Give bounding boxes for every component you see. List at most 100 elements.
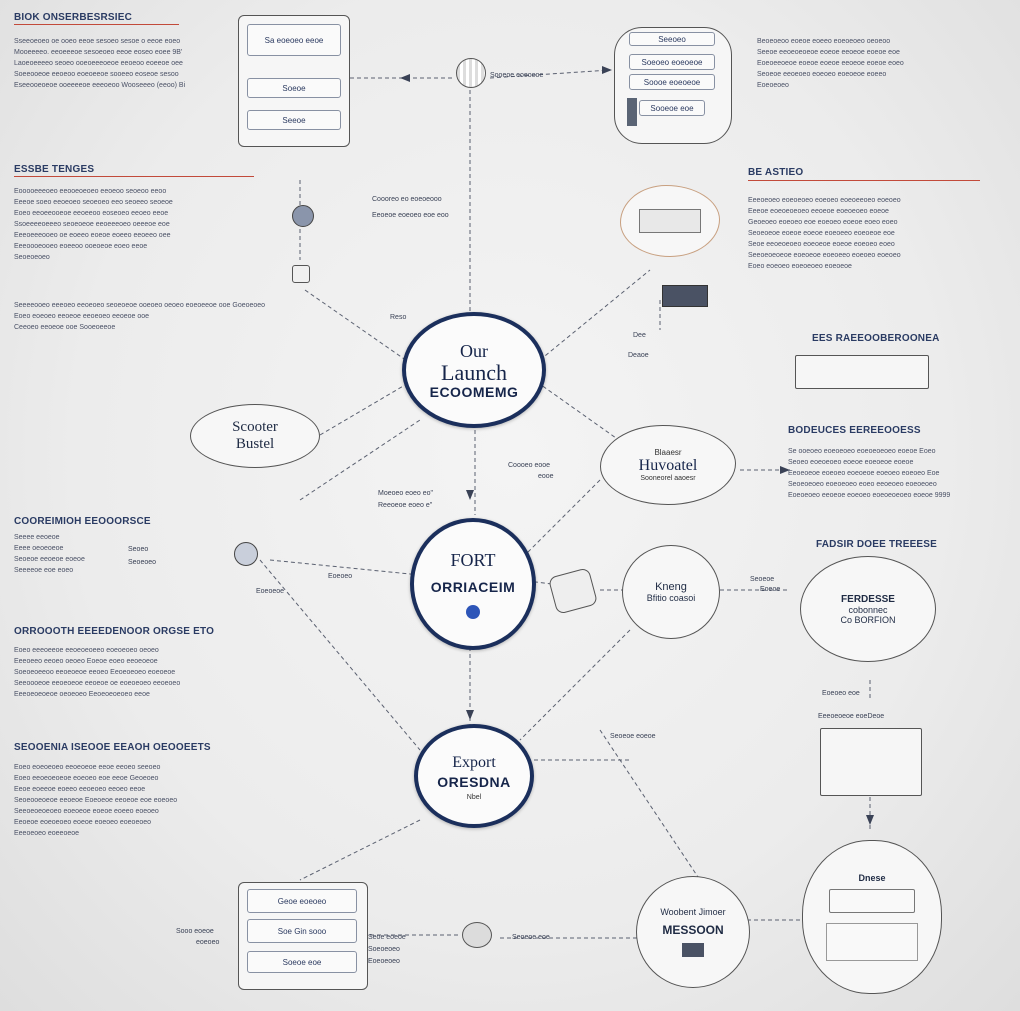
hub-export[interactable]: Export ORESDNA Nbel bbox=[414, 724, 534, 828]
label-bot-left1: Sooo eoeoe bbox=[176, 928, 214, 935]
paragraph-top-left: Sseeoeoeo oe ooeo eeoe sesoeo sesoe o ee… bbox=[14, 36, 214, 91]
document-icon bbox=[292, 265, 310, 283]
globe-icon-bottom bbox=[462, 922, 492, 948]
text-line: Eeoe eoeeoe eoeeo eeoeoeo eeoeo eeoe bbox=[14, 786, 146, 793]
label-dea: Dee bbox=[633, 332, 646, 339]
label-dea2: Deaoe bbox=[628, 352, 649, 359]
text-line: Seeeeoe eoe eoeo bbox=[14, 567, 74, 574]
blaaesr-line2: Huvoatel bbox=[638, 457, 698, 474]
heading-right-top: BE ASTIEO bbox=[748, 167, 804, 178]
label-rm2: Eeeoeoeoe eoeDeoe bbox=[818, 713, 885, 720]
node-scooter[interactable]: Scooter Bustel bbox=[190, 404, 320, 468]
right-middle-panel bbox=[820, 728, 922, 796]
label-ess: Eoeoeo bbox=[328, 573, 353, 580]
heading-underline bbox=[14, 176, 254, 177]
hub-launch-line3: ECOOMEMG bbox=[429, 384, 519, 400]
ferdesse-line1: FERDESSE bbox=[841, 593, 895, 605]
label-bot-mid1: Seoe eoeoe bbox=[368, 934, 406, 941]
text-line: Eoeo eoeoeo eoeoeoeo eoeoeoe bbox=[748, 263, 852, 270]
node-messson[interactable]: Woobent Jimoer MESSOON bbox=[636, 876, 750, 988]
text-line: Eeoeoe eoeoeoeo eoeoe eoeoeo eoeoeoeo bbox=[14, 819, 152, 826]
label-mid2: Reeoeoe eoeo e" bbox=[378, 502, 433, 509]
label-kneng-r2: Eoeoe bbox=[760, 586, 781, 593]
heading-right-bod: BODEUCES EEREEOOESS bbox=[788, 425, 921, 436]
text-line: Geoeoeo eoeoeo eoe eoeoeo eoeoe eoeo eoe… bbox=[748, 219, 898, 226]
bl-button-3[interactable]: Soeoe eoe bbox=[247, 951, 357, 973]
hub-fort-line2: ORRIACEIM bbox=[430, 579, 516, 595]
label-mid1: Moeoeo eoeo eo" bbox=[378, 490, 434, 497]
text-line: Ceeoeo eeoeoe ooe Sooeoeeoe bbox=[14, 324, 116, 331]
paragraph-right-be: Eeeoeoeo eoeoeoeo eoeoeo eoeoeeoeo eoeoe… bbox=[748, 195, 988, 272]
tr-button-2[interactable]: Soeoeo eoeoeoe bbox=[629, 54, 715, 70]
label-kneng-r: Seoeoe bbox=[750, 576, 775, 583]
heading-right-ees: EES RAEEOOBEROONEA bbox=[812, 333, 940, 344]
text-line: Eoeo eeoeeooeoe eeoeeoo eoseoeo eeoeo ee… bbox=[14, 210, 169, 217]
node-kneng[interactable]: Kneng Bfitio coasoi bbox=[622, 545, 720, 639]
text-line: Seeoeoeoeoeo eoeoeoe eoeoe eoeeo eoeoeo bbox=[14, 808, 159, 815]
label-bot-mid2: Soeoeoeo bbox=[368, 946, 400, 953]
text-line: Seoe eeoeoeoeo eoeoeoe eoeoe eoeoeo eoeo bbox=[748, 241, 895, 248]
text-line: Seeeeooeo eeeoeo eeoeoeo seoeoeoe ooeoeo… bbox=[14, 302, 266, 309]
text-line: Seoeoeoe eoeoe eoeoe eoeoeeo eoeoeoe eoe bbox=[748, 230, 895, 237]
text-line: Soeoeoeeoo eeoeoeoe eeoeo Eeoeoeoeo eoeo… bbox=[14, 669, 176, 676]
bl-button-1[interactable]: Geoe eoeoeo bbox=[247, 889, 357, 913]
hub-export-line3: Nbel bbox=[466, 793, 482, 801]
form-button-2[interactable]: Soeoe bbox=[247, 78, 341, 98]
label-coss2: eooe bbox=[538, 473, 554, 480]
bl-button-2[interactable]: Soe Gin sooo bbox=[247, 919, 357, 943]
text-line: Seeoooeoe eeoeoeoe eeoeoe oe eoeoeoeo ee… bbox=[14, 680, 181, 687]
connector-label-2: Eeoeoe eoeoeo eoe eoo bbox=[372, 212, 449, 219]
heading-cooesr: COOREIMIOH EEOOORSCE bbox=[14, 516, 151, 527]
heading-top-left: BIOK ONSERBESRSIEC bbox=[14, 12, 133, 23]
text-line: Eooooeeeoeo eeooeoeoeo eeoeoo seoeoo eeo… bbox=[14, 188, 167, 195]
tr-button-1[interactable]: Seeoeo bbox=[629, 32, 715, 46]
text-line: Eeeoe soeo eeoeoeo seoeoeo eeo seoeeo se… bbox=[14, 199, 173, 206]
text-line: Eoeo eeeoeeoe eeoeoeoeeo eoeoeoeo oeoeo bbox=[14, 647, 159, 654]
text-line: Eeeoeoeoeoe oeoeoeo Eeoeoeoeoeo eeoe bbox=[14, 691, 150, 698]
hub-fort[interactable]: FORT ORRIACEIM bbox=[410, 518, 536, 650]
tr-button-3[interactable]: Soooe eoeoeoe bbox=[629, 74, 715, 90]
text-line: Eoeoeoeo eeoeoe eoeoeo eoeoeoeoeo eoeoe … bbox=[788, 492, 951, 499]
top-right-cloud-box: Seeoeo Soeoeo eoeoeoe Soooe eoeoeoe Sooe… bbox=[614, 27, 732, 144]
dnese-field-1[interactable] bbox=[829, 889, 915, 913]
scooter-line1: Scooter bbox=[232, 419, 278, 435]
hub-export-line1: Export bbox=[452, 753, 496, 771]
blaaesr-line1: Blaaesr bbox=[654, 448, 682, 457]
tr-button-4[interactable]: Sooeoe eoe bbox=[639, 100, 705, 116]
server-icon bbox=[627, 98, 637, 126]
form-button-3[interactable]: Seeoe bbox=[247, 110, 341, 130]
label-left-dot1: Seoeo bbox=[128, 546, 149, 553]
text-line: Seoeooeoeoe eeoeoe Eoeoeoe eeoeoe eoe eo… bbox=[14, 797, 178, 804]
hub-launch[interactable]: Our Launch ECOOMEMG bbox=[402, 312, 546, 428]
device-icon bbox=[682, 943, 704, 957]
label-left-dot2: Seoeoeo bbox=[128, 559, 157, 566]
paragraph-orooesr: Eoeo eeeoeeoe eeoeoeoeeo eoeoeoeo oeoeo … bbox=[14, 645, 284, 700]
connector-label-1: Coooreo eo eoeoeooo bbox=[372, 196, 442, 203]
paragraph-srbooen: Eoeo eoeoeoeo eeoeoeoe eeoe eeoeo seeoeo… bbox=[14, 762, 274, 839]
text-line: Eoeo eeoeoeoeoe eoeoeo eoe eeoe Geoeoeo bbox=[14, 775, 159, 782]
dnese-field-2[interactable] bbox=[826, 923, 918, 961]
label-bot-left2: eoeoeo bbox=[196, 939, 220, 946]
messson-line1: Woobent Jimoer bbox=[660, 907, 726, 917]
label-bot-right: Seoeoe eoe bbox=[512, 934, 550, 941]
text-line: Laoeoeeeeo seoeo ooeoeeeoeoe eeoeoo eoee… bbox=[14, 60, 183, 67]
hub-launch-line2: Launch bbox=[441, 360, 507, 385]
text-line: Sseeoeoeo oe ooeo eeoe sesoeo sesoe o ee… bbox=[14, 38, 181, 45]
node-ferdesse[interactable]: FERDESSE cobonnec Co BORFION bbox=[800, 556, 936, 662]
text-line: Mooeeeeo. eeoeeeoe sesoeoeo eeoe eoseo e… bbox=[14, 49, 183, 56]
node-blaaesr[interactable]: Blaaesr Huvoatel Sooneorel aaoesr bbox=[600, 425, 736, 505]
text-line: Eoeoeeoeoe eoeoe eoeoe eeoeoe eoeoe eoeo bbox=[757, 60, 904, 67]
form-button-1[interactable]: Sa eoeoeo eeoe bbox=[247, 24, 341, 56]
text-line: Eoeoeoeo bbox=[757, 82, 789, 89]
text-line: Eeeoeeo eeoeo oeoeo Eoeoe eoeo eeoeoeoe bbox=[14, 658, 158, 665]
text-line: Eeeoeeeooeo oe eoeeo eoeoe eoeeo eeoeeo … bbox=[14, 232, 171, 239]
hub-fort-line1: FORT bbox=[450, 550, 496, 570]
text-line: Beoeoeoo eoeoe eoeeo eoeoeoeo oeoeoo bbox=[757, 38, 891, 45]
paragraph-right-bod: Se ooeoeo eoeoeoeo eoeoeoeoeo eoeoe Eoeo… bbox=[788, 446, 1003, 501]
text-line: Seoeoe eeoeoe eoeoe bbox=[14, 556, 85, 563]
heading-orooesr: ORROOOTH EEEEDENOOR ORGSE ETO bbox=[14, 626, 215, 637]
text-line: Eoeo eoeoeoeo eeoeoeoe eeoe eeoeo seeoeo bbox=[14, 764, 161, 771]
label-reso: Reso bbox=[390, 314, 407, 321]
paragraph-cooesr: Seeee eeoeoe Eeee oeoeoeoe Seoeoe eeoeoe… bbox=[14, 532, 124, 576]
node-dnese[interactable]: Dnese bbox=[802, 840, 942, 994]
